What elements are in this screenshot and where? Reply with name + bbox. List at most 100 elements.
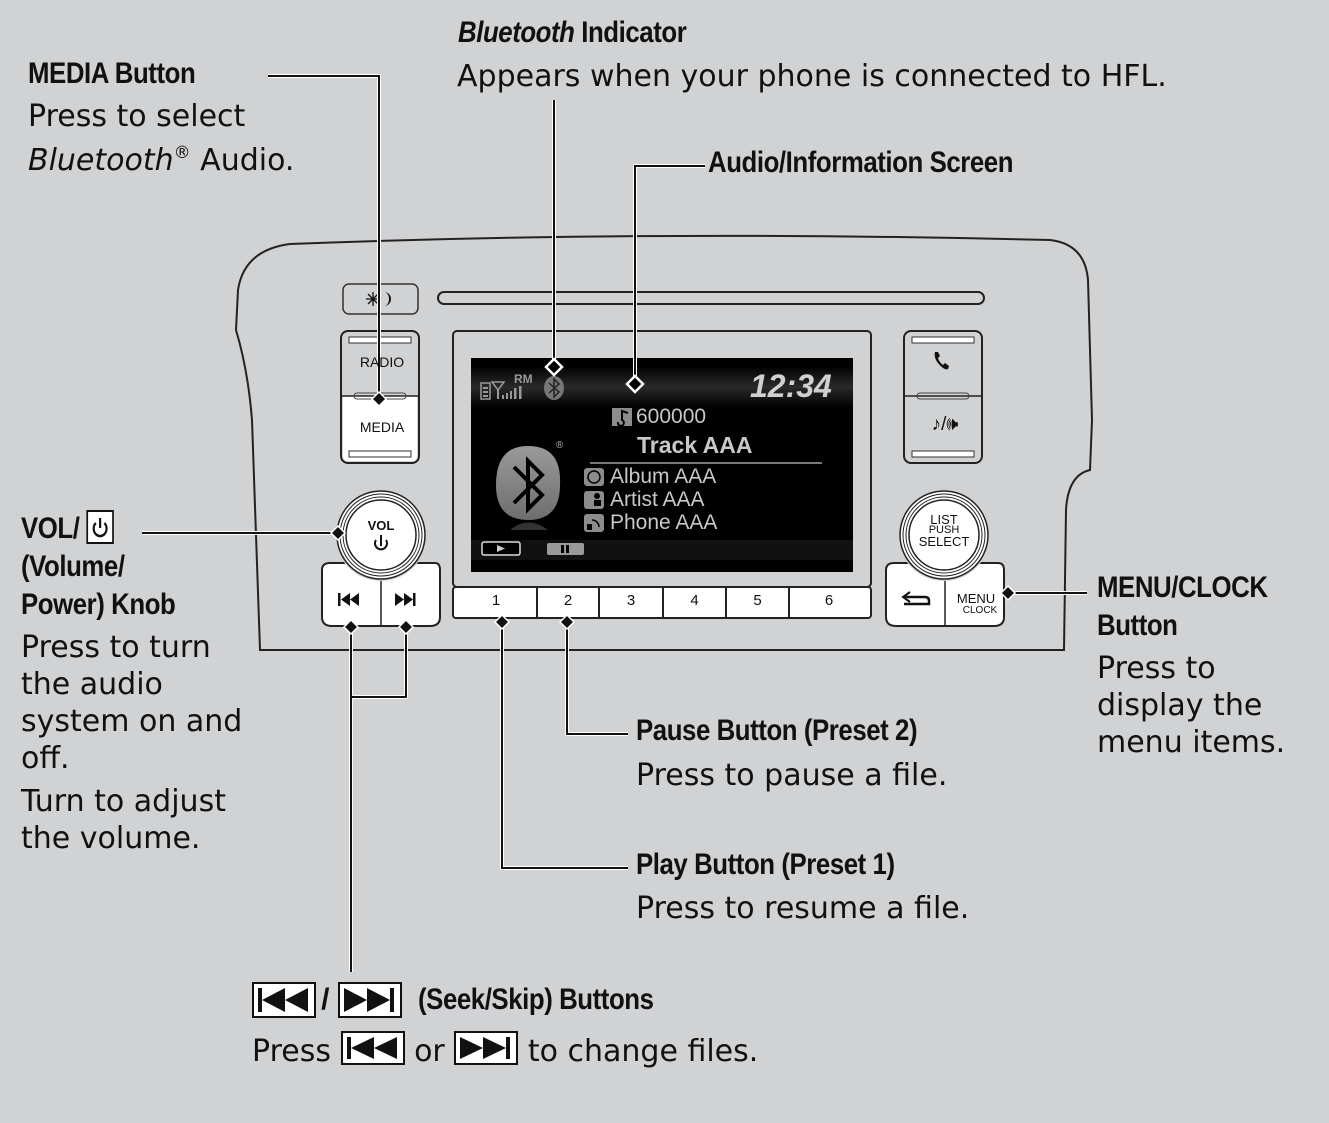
preset-1-button[interactable]: 1 (491, 592, 501, 609)
pointer-menu (999, 584, 1017, 602)
pointer-seek-forward (397, 618, 415, 636)
play-button-desc: Press to resume a file. (636, 891, 970, 926)
menu-title-line1: MENU/CLOCK (1097, 571, 1268, 604)
pointer-seek-back (342, 618, 360, 636)
battery-icon (480, 382, 491, 400)
seek-title-separator: / (321, 983, 329, 1016)
play-soft-key[interactable] (481, 541, 521, 556)
artist-name: Artist AAA (610, 488, 705, 511)
vol-label: VOL (367, 518, 395, 533)
pause-button-title: Pause Button (Preset 2) (636, 714, 918, 747)
screen-clock: 12:34 (750, 368, 832, 404)
status-rm: RM (514, 372, 533, 386)
menu-label: MENU (956, 591, 996, 606)
seek-forward-icon (454, 1031, 519, 1065)
vol-desc-line: Turn to adjust (21, 784, 226, 819)
media-button-title: MEDIA Button (28, 57, 196, 90)
vol-title-line2: (Volume/ (21, 550, 125, 583)
menu-desc-line: menu items. (1097, 725, 1286, 760)
bluetooth-indicator-icon (544, 376, 564, 400)
vol-title-line3: Power) Knob (21, 588, 176, 621)
artist-icon (584, 491, 604, 509)
vol-desc-line: the audio (21, 667, 163, 702)
preset-2-button[interactable]: 2 (563, 592, 573, 609)
album-icon (584, 468, 604, 486)
seek-title-rest: (Seek/Skip) Buttons (418, 983, 654, 1016)
track-title: Track AAA (637, 432, 753, 458)
vol-desc-line: off. (21, 741, 70, 776)
menu-clock-desc: Press to display the menu items. (1097, 650, 1285, 761)
clock-label: CLOCK (962, 605, 998, 616)
phone-name: Phone AAA (610, 511, 718, 534)
vol-desc-line: the volume. (21, 821, 201, 856)
leader-lines (142, 74, 1087, 972)
vol-power-knob[interactable] (335, 489, 427, 581)
screen-title: Audio/Information Screen (708, 146, 1014, 179)
preset-buttons: 1 2 3 4 5 6 (455, 592, 869, 614)
registered-mark: ® (173, 143, 191, 163)
seek-forward-icon (395, 593, 416, 606)
pointer-vol (329, 524, 347, 542)
seek-forward-icon (338, 982, 403, 1018)
back-menu-rocker[interactable] (885, 562, 1005, 627)
vol-desc-line: system on and (21, 704, 243, 739)
seek-skip-rocker[interactable] (321, 562, 441, 627)
select-label: SELECT (918, 534, 970, 549)
seek-desc-or: or (414, 1034, 445, 1069)
sun-moon-icon (366, 292, 380, 306)
power-icon (374, 535, 388, 551)
media-button-desc: Press to select Bluetooth® Audio. (28, 98, 294, 179)
phone-music-rocker[interactable] (903, 330, 983, 464)
preset-6-button[interactable]: 6 (824, 592, 834, 609)
pointer-media (370, 390, 388, 408)
bluetooth-indicator-title: Bluetooth Indicator (458, 15, 687, 51)
play-button-title: Play Button (Preset 1) (636, 848, 895, 881)
seek-back-icon (338, 593, 359, 606)
signal-strength-icon (490, 381, 522, 399)
list-label: LIST (930, 512, 958, 527)
menu-clock-title: MENU/CLOCK Button (1097, 569, 1268, 645)
vol-knob-desc: Press to turn the audio system on and of… (21, 629, 242, 857)
seek-skip-desc: Press or to change files. (252, 1031, 758, 1070)
bluetooth-title-rest: Indicator (574, 16, 687, 49)
vol-knob-title: VOL/ (Volume/ Power) Knob (21, 510, 176, 624)
bluetooth-registered-mark: ® (556, 440, 564, 451)
bluetooth-title-italic: Bluetooth (458, 16, 575, 49)
seek-desc-tail: to change files. (527, 1034, 759, 1069)
pointer-preset-1 (493, 613, 511, 631)
phone-icon (934, 352, 949, 370)
seek-desc-press: Press (252, 1034, 331, 1069)
phone-source-icon (584, 514, 604, 532)
media-desc-tail: Audio. (190, 143, 295, 178)
pointer-preset-2 (558, 613, 576, 631)
pointer-screen (625, 374, 645, 394)
menu-desc-line: Press to (1097, 651, 1216, 686)
preset-4-button[interactable]: 4 (690, 592, 699, 609)
track-number: 600000 (636, 405, 707, 428)
seek-back-icon (340, 1031, 405, 1065)
media-label: MEDIA (359, 419, 405, 435)
back-icon (901, 591, 931, 606)
vol-title-line1: VOL/ (21, 512, 80, 545)
menu-title-line2: Button (1097, 609, 1178, 642)
album-name: Album AAA (610, 465, 717, 488)
preset-3-button[interactable]: 3 (626, 592, 636, 609)
vol-desc-line: Press to turn (21, 630, 211, 665)
push-label: PUSH (928, 524, 960, 536)
seek-skip-title: / (Seek/Skip) Buttons (252, 982, 654, 1020)
disc-slot (437, 291, 985, 305)
pause-soft-key[interactable] (547, 543, 584, 555)
media-desc-italic: Bluetooth (28, 143, 174, 178)
menu-clock-label: MENU CLOCK (948, 591, 1004, 617)
pause-button-desc: Press to pause a file. (636, 758, 948, 793)
menu-desc-line: display the (1097, 688, 1263, 723)
seek-back-icon (252, 982, 316, 1018)
list-select-knob[interactable] (898, 489, 990, 581)
list-select-label: LIST PUSH SELECT (909, 512, 979, 549)
music-speaker-icon: ♪/🕪︎ (931, 414, 959, 435)
media-desc-line1: Press to select (28, 99, 246, 134)
preset-5-button[interactable]: 5 (753, 592, 762, 609)
power-icon (86, 510, 114, 544)
bluetooth-logo-icon (496, 446, 561, 530)
